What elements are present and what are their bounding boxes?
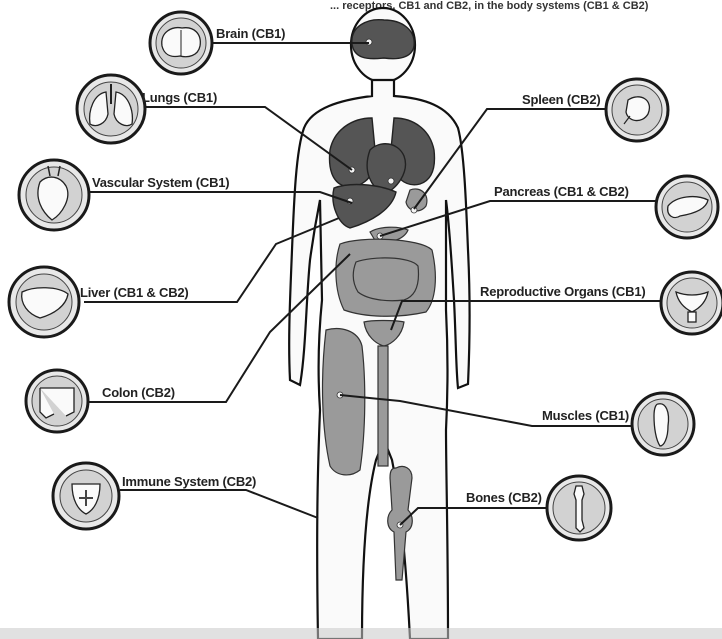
colon-icon (26, 370, 88, 432)
label-spleen: Spleen (CB2) (522, 92, 601, 107)
label-muscles: Muscles (CB1) (542, 408, 629, 423)
scan-noise-strip (0, 628, 722, 639)
label-colon: Colon (CB2) (102, 385, 175, 400)
liver-icon (9, 267, 79, 337)
spleen-icon (606, 79, 668, 141)
shield-icon (53, 463, 119, 529)
label-liver: Liver (CB1 & CB2) (80, 285, 189, 300)
pancreas-icon (656, 176, 718, 238)
spleen-organ (406, 189, 427, 211)
heart-icon (19, 160, 89, 230)
label-lungs: Lungs (CB1) (142, 90, 217, 105)
brain-icon (150, 12, 212, 74)
label-reproductive-organs: Reproductive Organs (CB1) (480, 284, 645, 299)
label-vascular-system: Vascular System (CB1) (92, 175, 229, 190)
lungs-icon (77, 75, 145, 143)
muscle-icon (632, 393, 694, 455)
label-bones: Bones (CB2) (466, 490, 542, 505)
spine-organ (378, 346, 388, 466)
label-immune-system: Immune System (CB2) (122, 474, 256, 489)
colon-organ (336, 239, 435, 316)
bone-icon (547, 476, 611, 540)
uterus-icon (661, 272, 722, 334)
label-pancreas: Pancreas (CB1 & CB2) (494, 184, 629, 199)
brain-organ (352, 20, 414, 59)
thigh-muscle-organ (323, 329, 365, 475)
label-brain: Brain (CB1) (216, 26, 285, 41)
